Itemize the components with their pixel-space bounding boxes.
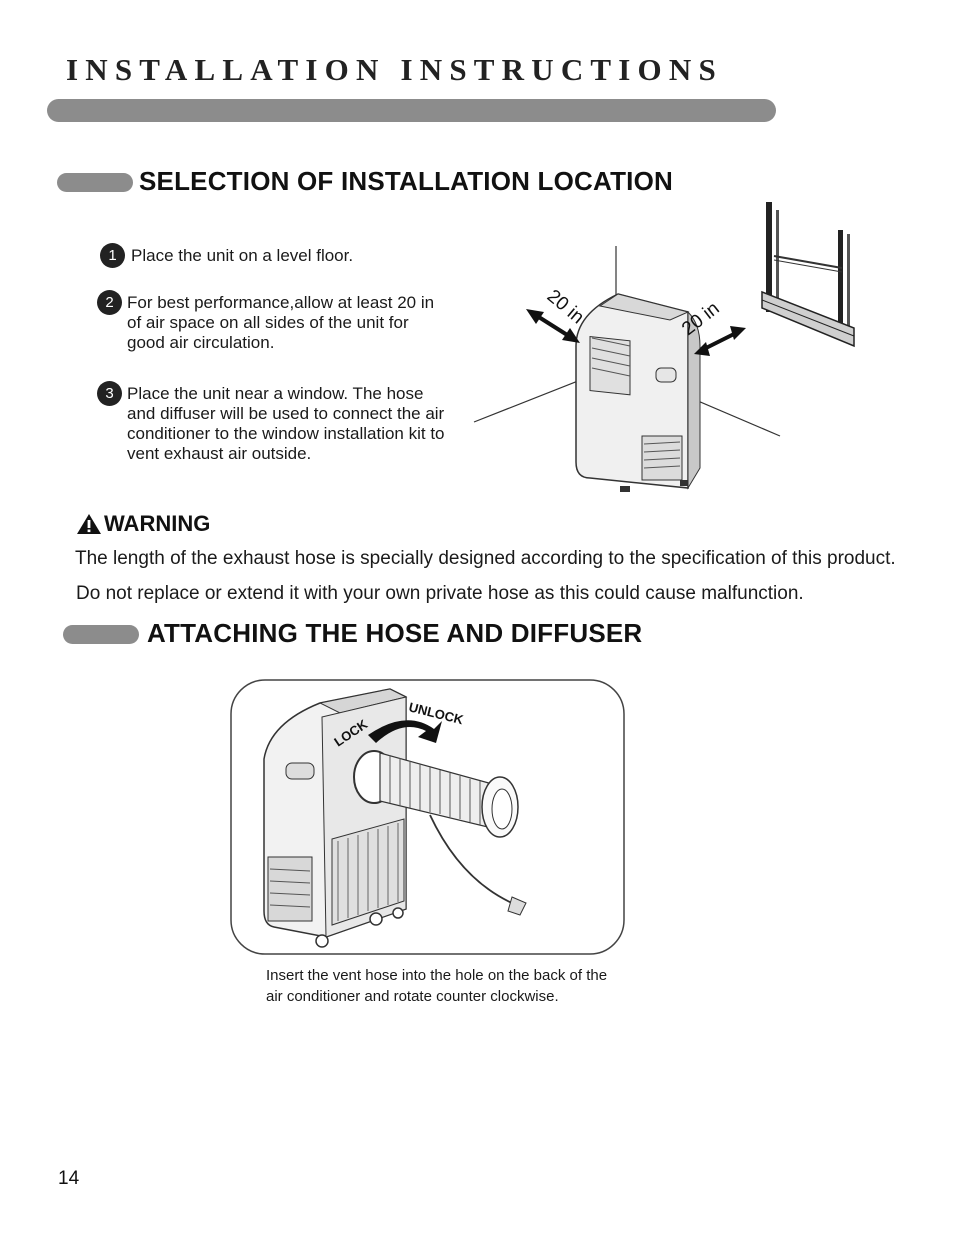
hose-caption: Insert the vent hose into the hole on th… xyxy=(266,967,608,1005)
page-title: INSTALLATION INSTRUCTIONS xyxy=(66,52,723,87)
hose-illustration: LOCK UNLOCK xyxy=(230,679,625,955)
page-number: 14 xyxy=(58,1168,80,1189)
right-clearance-arrow xyxy=(694,326,746,356)
section-marker xyxy=(63,625,139,644)
warning-text-line2: Do not replace or extend it with your ow… xyxy=(76,583,804,604)
step-text-1: Place the unit on a level floor. xyxy=(131,246,354,265)
window-graphic xyxy=(761,202,855,348)
exhaust-hose xyxy=(379,752,519,838)
location-section-heading: SELECTION OF INSTALLATION LOCATION xyxy=(139,166,673,196)
section-marker xyxy=(57,173,133,192)
step-number-2: 2 xyxy=(97,290,122,315)
air-conditioner-unit xyxy=(575,293,701,492)
rotate-arrow-icon xyxy=(368,720,442,743)
step-number-3: 3 xyxy=(97,381,122,406)
power-cord xyxy=(429,814,513,904)
step-number-1: 1 xyxy=(100,243,125,268)
hose-section-heading: ATTACHING THE HOSE AND DIFFUSER xyxy=(147,618,643,648)
power-plug-icon xyxy=(507,896,527,916)
title-divider-bar xyxy=(47,99,776,122)
warning-text-line1: The length of the exhaust hose is specia… xyxy=(75,548,896,569)
clearance-illustration: 20 in 20 in xyxy=(473,202,855,492)
right-clearance-label: 20 in xyxy=(678,298,723,340)
step-text-3: Place the unit near a window. The hose a… xyxy=(127,384,445,463)
step-text-2: For best performance,allow at least 20 i… xyxy=(127,293,435,352)
left-clearance-arrow xyxy=(526,309,580,343)
warning-label: WARNING xyxy=(104,511,211,536)
warning-triangle-icon xyxy=(77,514,101,534)
